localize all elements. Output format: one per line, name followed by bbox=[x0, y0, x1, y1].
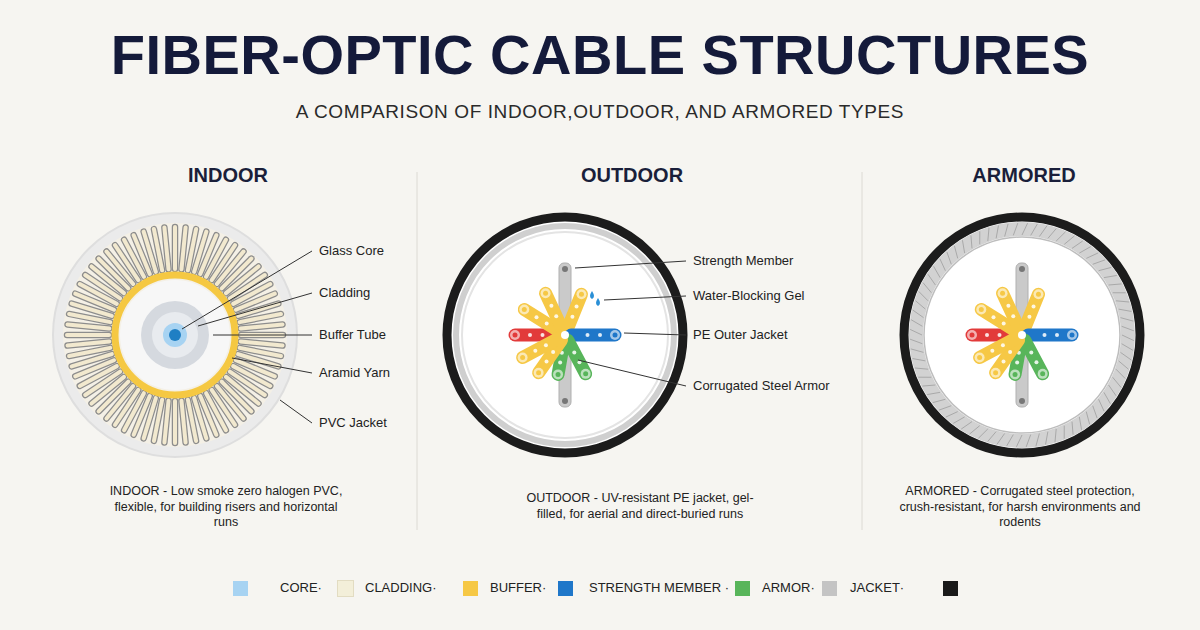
legend-swatch bbox=[463, 581, 478, 596]
legend-label: JACKET· bbox=[850, 580, 904, 596]
leader-lines bbox=[575, 261, 686, 386]
legend-label: BUFFER· bbox=[490, 580, 546, 596]
part-label: PE Outer Jacket bbox=[693, 327, 788, 343]
caption: ARMORED - Corrugated steel protection, c… bbox=[890, 484, 1150, 531]
armored-cable bbox=[904, 217, 1140, 453]
part-label: Water-Blocking Gel bbox=[693, 288, 805, 304]
part-label: Cladding bbox=[319, 285, 370, 301]
legend-label: ARMOR· bbox=[762, 580, 815, 596]
legend-swatch bbox=[558, 581, 573, 596]
caption: OUTDOOR - UV-resistant PE jacket, gel-fi… bbox=[515, 491, 765, 522]
legend-swatch bbox=[735, 581, 750, 596]
legend-label: STRENGTH MEMBER · bbox=[589, 580, 729, 596]
part-label: Glass Core bbox=[319, 243, 384, 259]
part-label: Strength Member bbox=[693, 253, 793, 269]
legend-label: CLADDING· bbox=[365, 580, 437, 596]
column-divider bbox=[862, 172, 863, 530]
legend-label: CORE· bbox=[280, 580, 322, 596]
column-divider bbox=[417, 172, 418, 530]
part-label: Buffer Tube bbox=[319, 327, 386, 343]
column-heading: INDOOR bbox=[188, 163, 268, 188]
outdoor-cable bbox=[447, 217, 683, 453]
caption: INDOOR - Low smoke zero halogen PVC, fle… bbox=[101, 484, 351, 531]
part-label: Aramid Yarn bbox=[319, 365, 390, 381]
legend-swatch bbox=[822, 581, 837, 596]
column-heading: OUTDOOR bbox=[581, 163, 683, 188]
subtitle: A COMPARISON OF INDOOR,OUTDOOR, AND ARMO… bbox=[296, 100, 904, 124]
main-title: FIBER-OPTIC CABLE STRUCTURES bbox=[111, 20, 1089, 90]
part-label: PVC Jacket bbox=[319, 415, 387, 431]
legend-swatch bbox=[943, 581, 958, 596]
column-heading: ARMORED bbox=[972, 163, 1075, 188]
legend-swatch bbox=[233, 581, 248, 596]
legend-swatch bbox=[338, 581, 353, 596]
leader-lines bbox=[182, 251, 312, 423]
part-label: Corrugated Steel Armor bbox=[693, 378, 830, 394]
